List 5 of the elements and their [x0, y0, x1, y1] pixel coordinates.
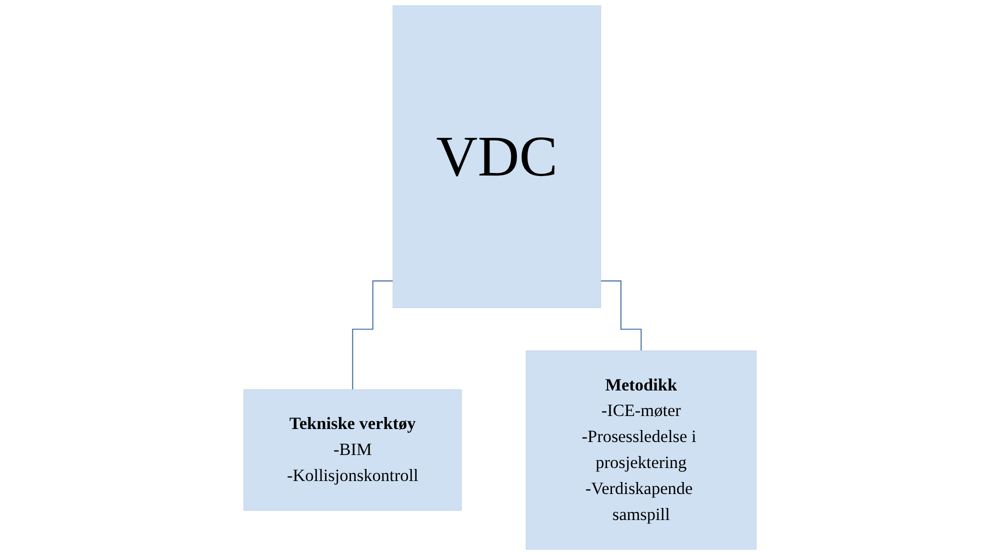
node-box: VDC [392, 5, 602, 308]
node-box: Tekniske verktøy -BIM -Kollisjonskontroll [243, 389, 462, 511]
node-box: Metodikk -ICE-møter -Prosessledelse i prosjektering -Verdiskapende samspill [526, 350, 757, 550]
connector [352, 280, 394, 390]
connector [600, 280, 642, 352]
